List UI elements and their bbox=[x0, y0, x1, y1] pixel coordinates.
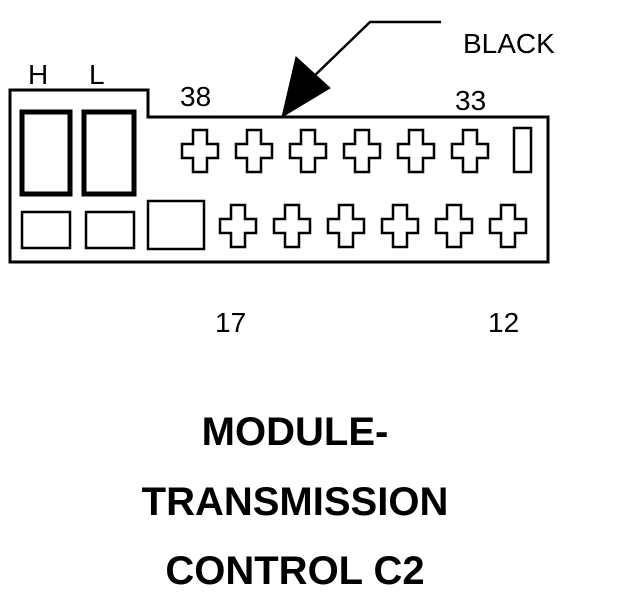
blank-cavity-1 bbox=[20, 210, 72, 250]
bottom-row-cavity-1 bbox=[218, 203, 258, 249]
h-terminal-cavity bbox=[19, 109, 73, 197]
top-row-cavities bbox=[180, 128, 490, 174]
bottom-row-cavity-2 bbox=[272, 203, 312, 249]
bottom-row-cavity-6 bbox=[488, 203, 528, 249]
slot-cavity bbox=[512, 126, 533, 174]
top-row-cavity-1 bbox=[180, 128, 220, 174]
h-terminal-label: H bbox=[28, 59, 48, 90]
blank-cavity-2 bbox=[84, 210, 136, 250]
caption-line-3: CONTROL C2 bbox=[165, 549, 424, 593]
top-row-cavity-2 bbox=[234, 128, 274, 174]
callout-arrowhead bbox=[281, 56, 331, 119]
callout-leader-line bbox=[309, 20, 441, 81]
top-row-cavity-4 bbox=[342, 128, 382, 174]
bottom-row-cavity-4 bbox=[380, 203, 420, 249]
pin-17-label: 17 bbox=[215, 307, 246, 338]
color-callout-label: BLACK bbox=[463, 28, 555, 59]
caption-line-2: TRANSMISSION bbox=[142, 480, 449, 524]
pin-12-label: 12 bbox=[488, 307, 519, 338]
bottom-row-cavities bbox=[218, 203, 528, 249]
bottom-row-cavity-5 bbox=[434, 203, 474, 249]
blank-cavity-3 bbox=[146, 199, 206, 251]
top-row-cavity-3 bbox=[288, 128, 328, 174]
l-terminal-label: L bbox=[89, 59, 105, 90]
pin-33-label: 33 bbox=[455, 85, 486, 116]
pin-38-label: 38 bbox=[180, 81, 211, 112]
bottom-row-cavity-3 bbox=[326, 203, 366, 249]
l-terminal-cavity bbox=[81, 109, 137, 197]
caption-line-1: MODULE- bbox=[202, 410, 389, 454]
top-row-cavity-5 bbox=[396, 128, 436, 174]
top-row-cavity-6 bbox=[450, 128, 490, 174]
